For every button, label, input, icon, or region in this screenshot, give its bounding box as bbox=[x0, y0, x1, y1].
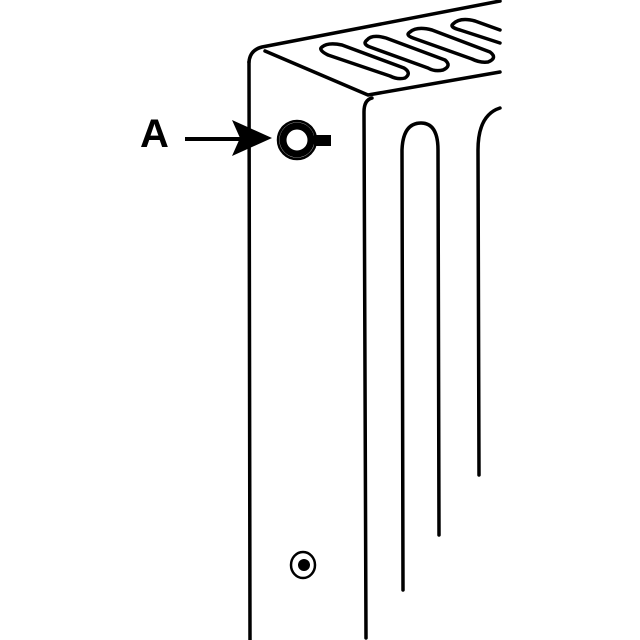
radiator-fin bbox=[476, 106, 502, 477]
top-slot bbox=[319, 42, 410, 81]
radiator-top-back-edge bbox=[247, 0, 502, 64]
callout-label-a: A bbox=[140, 112, 169, 156]
top-slot bbox=[450, 17, 502, 45]
top-slot bbox=[406, 26, 496, 64]
radiator-top-front-edge bbox=[263, 49, 502, 97]
callout-arrow bbox=[185, 120, 272, 156]
radiator-left-edge bbox=[247, 60, 252, 640]
top-slot bbox=[363, 34, 450, 73]
radiator-front-corner bbox=[362, 96, 374, 640]
screw-icon bbox=[289, 550, 317, 580]
bleed-valve-icon bbox=[276, 119, 331, 161]
radiator-fin bbox=[400, 121, 441, 592]
